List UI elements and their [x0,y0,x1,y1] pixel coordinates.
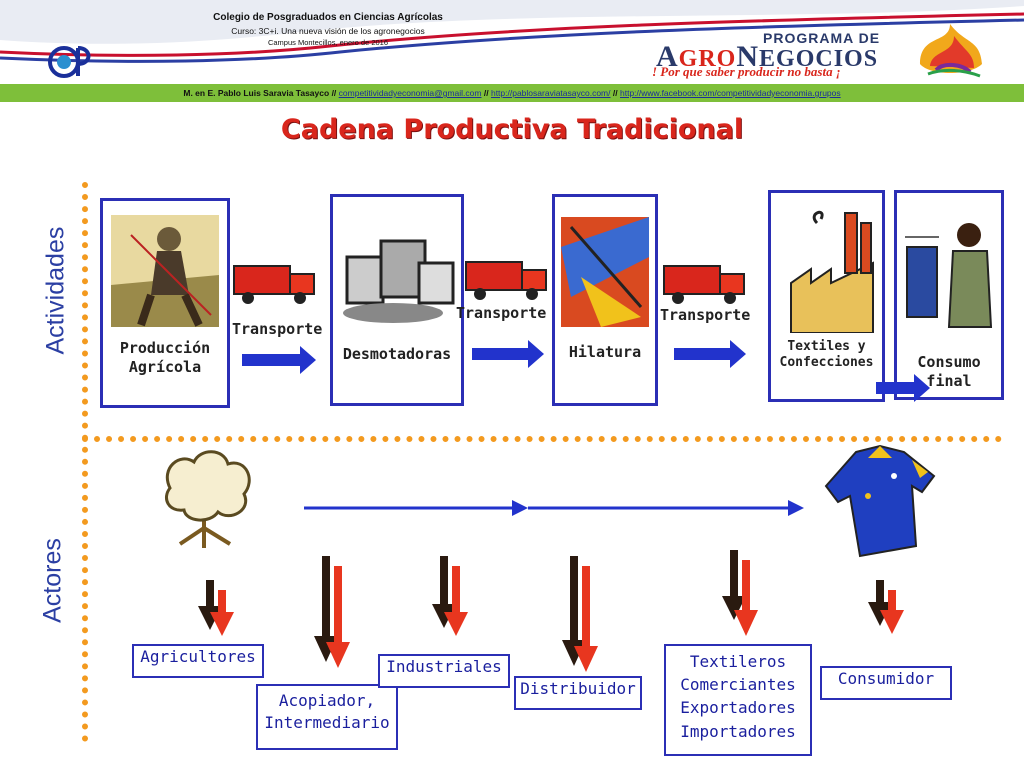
shopper-icon [905,223,993,328]
flow-arrow-2 [472,340,544,368]
activity-label-1: Producción [119,339,211,357]
actor-consumidor: Consumidor [820,666,952,700]
actor-arrow-3 [432,556,468,636]
activity-box-desmotadoras: Desmotadoras [330,194,464,406]
flame-logo [910,14,992,85]
transport-label-3: Transporte [660,306,751,324]
program-title: PROGRAMA DE [763,30,881,46]
actor-arrow-5 [722,550,758,636]
email-link[interactable]: competitividadyeconomia@gmail.com [338,88,482,98]
cp-logo-icon [48,46,91,78]
cp-logo: CP [48,44,98,85]
course-name: Curso: 3C+i. Una nueva visión de los agr… [231,26,425,36]
activity-label-5: Consumo [917,353,981,371]
website-link[interactable]: http://pablosaraviatasayco.com/ [490,88,611,98]
actors-label: Actores [38,538,67,623]
header-banner [0,0,1024,84]
activity-label-4: Textiles y [787,339,866,354]
cotton-plant-icon [165,450,251,548]
page-title: Cadena Productiva Tradicional [280,114,744,145]
activity-label-1b: Agrícola [128,357,202,376]
activities-label: Actividades [41,226,70,355]
actors-flow-arrow [304,500,804,516]
activity-label-4b: Confecciones [779,355,874,371]
institution-name: Colegio de Posgraduados en Ciencias Agrí… [213,12,443,23]
actor-arrow-6 [868,580,904,634]
activity-label-2: Desmotadoras [342,345,452,363]
flow-arrow-1 [242,346,316,374]
activity-box-produccion: Producción Agrícola [100,198,230,408]
campus-date: Campus Montecillos, enero de 2016 [267,38,389,47]
activity-box-textiles: Textiles y Confecciones [768,190,885,402]
contact-bar: M. en E. Pablo Luis Saravia Tasayco // c… [0,84,1024,102]
truck-icon-2 [465,261,547,300]
header-swoosh [0,0,1024,63]
vertical-divider [82,182,88,742]
cp-logo-text: CP [48,44,49,45]
actor-textileros: Textileros Comerciantes Exportadores Imp… [664,644,812,756]
activity-box-hilatura: Hilatura [552,194,658,406]
flame-logo-icon [920,24,982,78]
flow-arrow-3 [674,340,746,368]
actor-arrow-4 [562,556,598,672]
truck-icon-1 [233,265,315,304]
facebook-link[interactable]: http://www.facebook.com/competitividadye… [620,88,841,98]
factory-icon [790,210,874,333]
spinning-icon [561,217,649,327]
actor-agricultores: Agricultores [132,644,264,678]
actor-arrow-1 [198,580,234,636]
horizontal-divider [82,436,1002,442]
gin-machine-icon [343,239,455,323]
program-tagline: ! Por que saber producir no basta ¡ [652,64,841,79]
farmer-icon [111,215,219,327]
activity-box-consumo: Consumo final [894,190,1004,400]
actor-industriales: Industriales [378,654,510,688]
program-name: AGRONEGOCIOS [656,40,879,73]
shirt-icon [824,444,936,558]
activity-label-5b: final [926,371,972,390]
transport-label-2: Transporte [456,304,547,322]
actor-acopiador: Acopiador, Intermediario [256,684,398,750]
actor-arrow-2 [314,556,350,668]
activity-label-3: Hilatura [568,343,642,361]
author-name: M. en E. Pablo Luis Saravia Tasayco [183,88,330,98]
truck-icon-3 [663,265,745,304]
actor-distribuidor: Distribuidor [514,676,642,710]
transport-label-1: Transporte [232,320,323,338]
